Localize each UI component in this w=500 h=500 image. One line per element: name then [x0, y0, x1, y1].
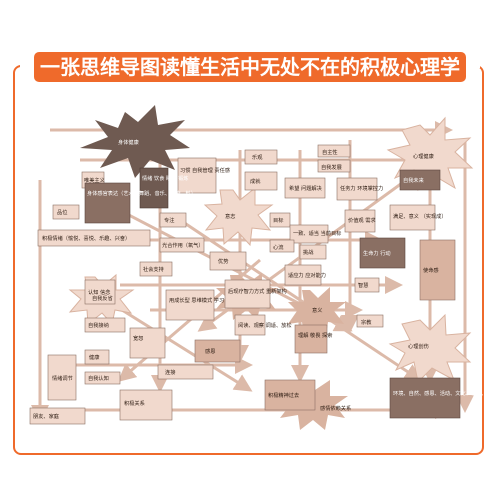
node-adaptability: 适应力 应对能力	[288, 271, 326, 279]
node-mission: 使命感	[423, 266, 439, 274]
node-achievement: 成就	[250, 177, 261, 185]
node-mental-trauma: 心理创伤	[408, 342, 429, 350]
node-health: 健康	[89, 353, 99, 361]
node-forgiveness: 宽恕	[133, 334, 143, 342]
node-photosynthesis: 光合作用（氧气）	[162, 241, 204, 249]
node-positive-relationship: 积极关系	[124, 399, 145, 407]
node-reading: 阅读、观察 调适、放松	[238, 321, 292, 329]
node-gratitude: 感恩	[205, 347, 215, 355]
node-environment-awareness: 环境、自然、感恩、活动、文化、社区、全球意识	[393, 389, 500, 397]
node-self-management: 习惯 自我管理 责任感	[180, 166, 230, 174]
node-connection: 连接	[165, 368, 175, 376]
node-flow: 心流	[273, 243, 283, 251]
node-sensory-expression: 身体感官表达（艺术、舞蹈、音乐、香物、料）	[87, 189, 196, 197]
node-emotion-regulation: 情绪调节	[52, 374, 73, 382]
node-understanding: 理解 敬畏 探索	[298, 331, 332, 339]
node-satisfaction: 满足、意义 （实现成）	[393, 212, 447, 220]
node-values: 价值观 需求	[348, 216, 376, 224]
node-attachment: 朋友、家庭	[33, 412, 59, 420]
node-self-acceptance: 自我接纳	[88, 321, 109, 329]
node-will: 意志	[225, 212, 235, 220]
node-aestheticism: 唯美主义	[84, 176, 105, 184]
node-positive-spirit: 积极精神过去	[268, 391, 299, 399]
node-goal: 目标	[273, 216, 283, 224]
node-self-future: 自我未来	[403, 176, 425, 184]
node-consistency: 一致、适当 当前目标	[293, 229, 341, 237]
node-labels: 身体健康 唯美主义 品位 身体感官表达（艺术、舞蹈、音乐、香物、料） 情绪 饮食…	[33, 138, 500, 420]
node-task-power: 任务力 环境掌控力	[340, 184, 383, 192]
node-social-support: 社会支持	[143, 265, 164, 273]
node-positive-emotion: 积极情绪（愉悦、喜悦、乐趣、兴奋）	[42, 234, 130, 242]
node-mental-health: 心理健康	[413, 152, 434, 160]
node-challenge: 挑战	[303, 248, 314, 256]
node-emotional-bond: 感情依赖关系	[320, 404, 351, 412]
node-self-reflection: 自我反省	[92, 294, 113, 302]
node-cognition: 认知 信念	[88, 288, 110, 296]
node-autonomy: 自主性	[322, 148, 338, 156]
node-wisdom: 智慧	[358, 281, 368, 289]
node-taste: 品位	[57, 208, 67, 216]
node-self-development: 自我发展	[321, 163, 342, 171]
node-strength: 优势	[218, 257, 228, 265]
node-vitality: 生命力 行动	[363, 249, 391, 257]
node-meaning: 意义	[312, 306, 322, 314]
node-self-awareness: 自我认知	[88, 374, 109, 382]
node-emotion-lifestyle: 情绪 饮食 睡眠 锻炼	[142, 174, 188, 182]
node-hope: 希望 问题解决	[289, 184, 323, 192]
node-motivation: 专注	[164, 216, 174, 224]
node-religion: 宗教	[361, 318, 372, 326]
node-boxes	[29, 144, 461, 425]
node-growth-mindset: 用成长型 思维模式 学习	[169, 296, 224, 304]
node-optimism: 乐观	[252, 154, 263, 161]
node-body-health: 身体健康	[118, 138, 139, 146]
node-reframe: 后现疗智力方式 重新架构	[228, 287, 287, 295]
page-title: 一张思维导图读懂生活中无处不在的积极心理学	[34, 52, 466, 82]
